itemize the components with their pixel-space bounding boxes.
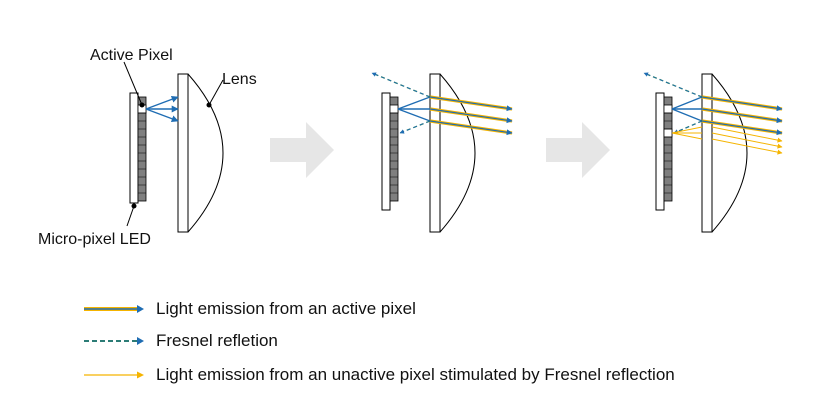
lens	[177, 73, 224, 233]
substrate	[129, 92, 139, 204]
substrate	[381, 92, 391, 211]
right-arrow-icon	[270, 122, 334, 178]
legend-label: Fresnel refletion	[156, 331, 278, 350]
pixel-array	[663, 96, 673, 202]
leaders	[123, 61, 224, 227]
legend-item-active-emission: Light emission from an active pixel	[84, 298, 416, 320]
legend-item-fresnel: Fresnel refletion	[84, 330, 278, 352]
legend-swatch-double-line	[84, 305, 144, 313]
active-pixel-label: Active Pixel	[90, 47, 173, 64]
lens	[701, 73, 748, 233]
stimulated-pixel	[663, 128, 673, 138]
panel-3	[643, 72, 783, 233]
active-emission-rays	[671, 95, 783, 136]
pixel-array	[137, 96, 147, 202]
fresnel-reflection-rays	[643, 72, 703, 134]
substrate	[655, 92, 665, 211]
legend-swatch-dashed	[84, 337, 144, 345]
active-emission-rays	[145, 95, 179, 123]
pixel-array	[389, 96, 399, 202]
panel-1: Active Pixel Lens Micro-pixel LED	[38, 47, 257, 248]
micro-pixel-led-label: Micro-pixel LED	[38, 231, 151, 248]
panel-2	[371, 72, 513, 233]
right-arrow-icon	[546, 122, 610, 178]
legend-swatch-thin	[84, 371, 144, 379]
legend-item-stimulated-emission: Light emission from an unactive pixel st…	[84, 364, 675, 386]
legend-label: Light emission from an unactive pixel st…	[156, 365, 675, 384]
legend-label: Light emission from an active pixel	[156, 299, 416, 318]
active-emission-rays	[397, 95, 513, 136]
lens	[429, 73, 476, 233]
fresnel-reflection-rays	[371, 72, 431, 134]
lens-label: Lens	[222, 71, 257, 88]
stimulated-emission-rays	[671, 126, 783, 155]
